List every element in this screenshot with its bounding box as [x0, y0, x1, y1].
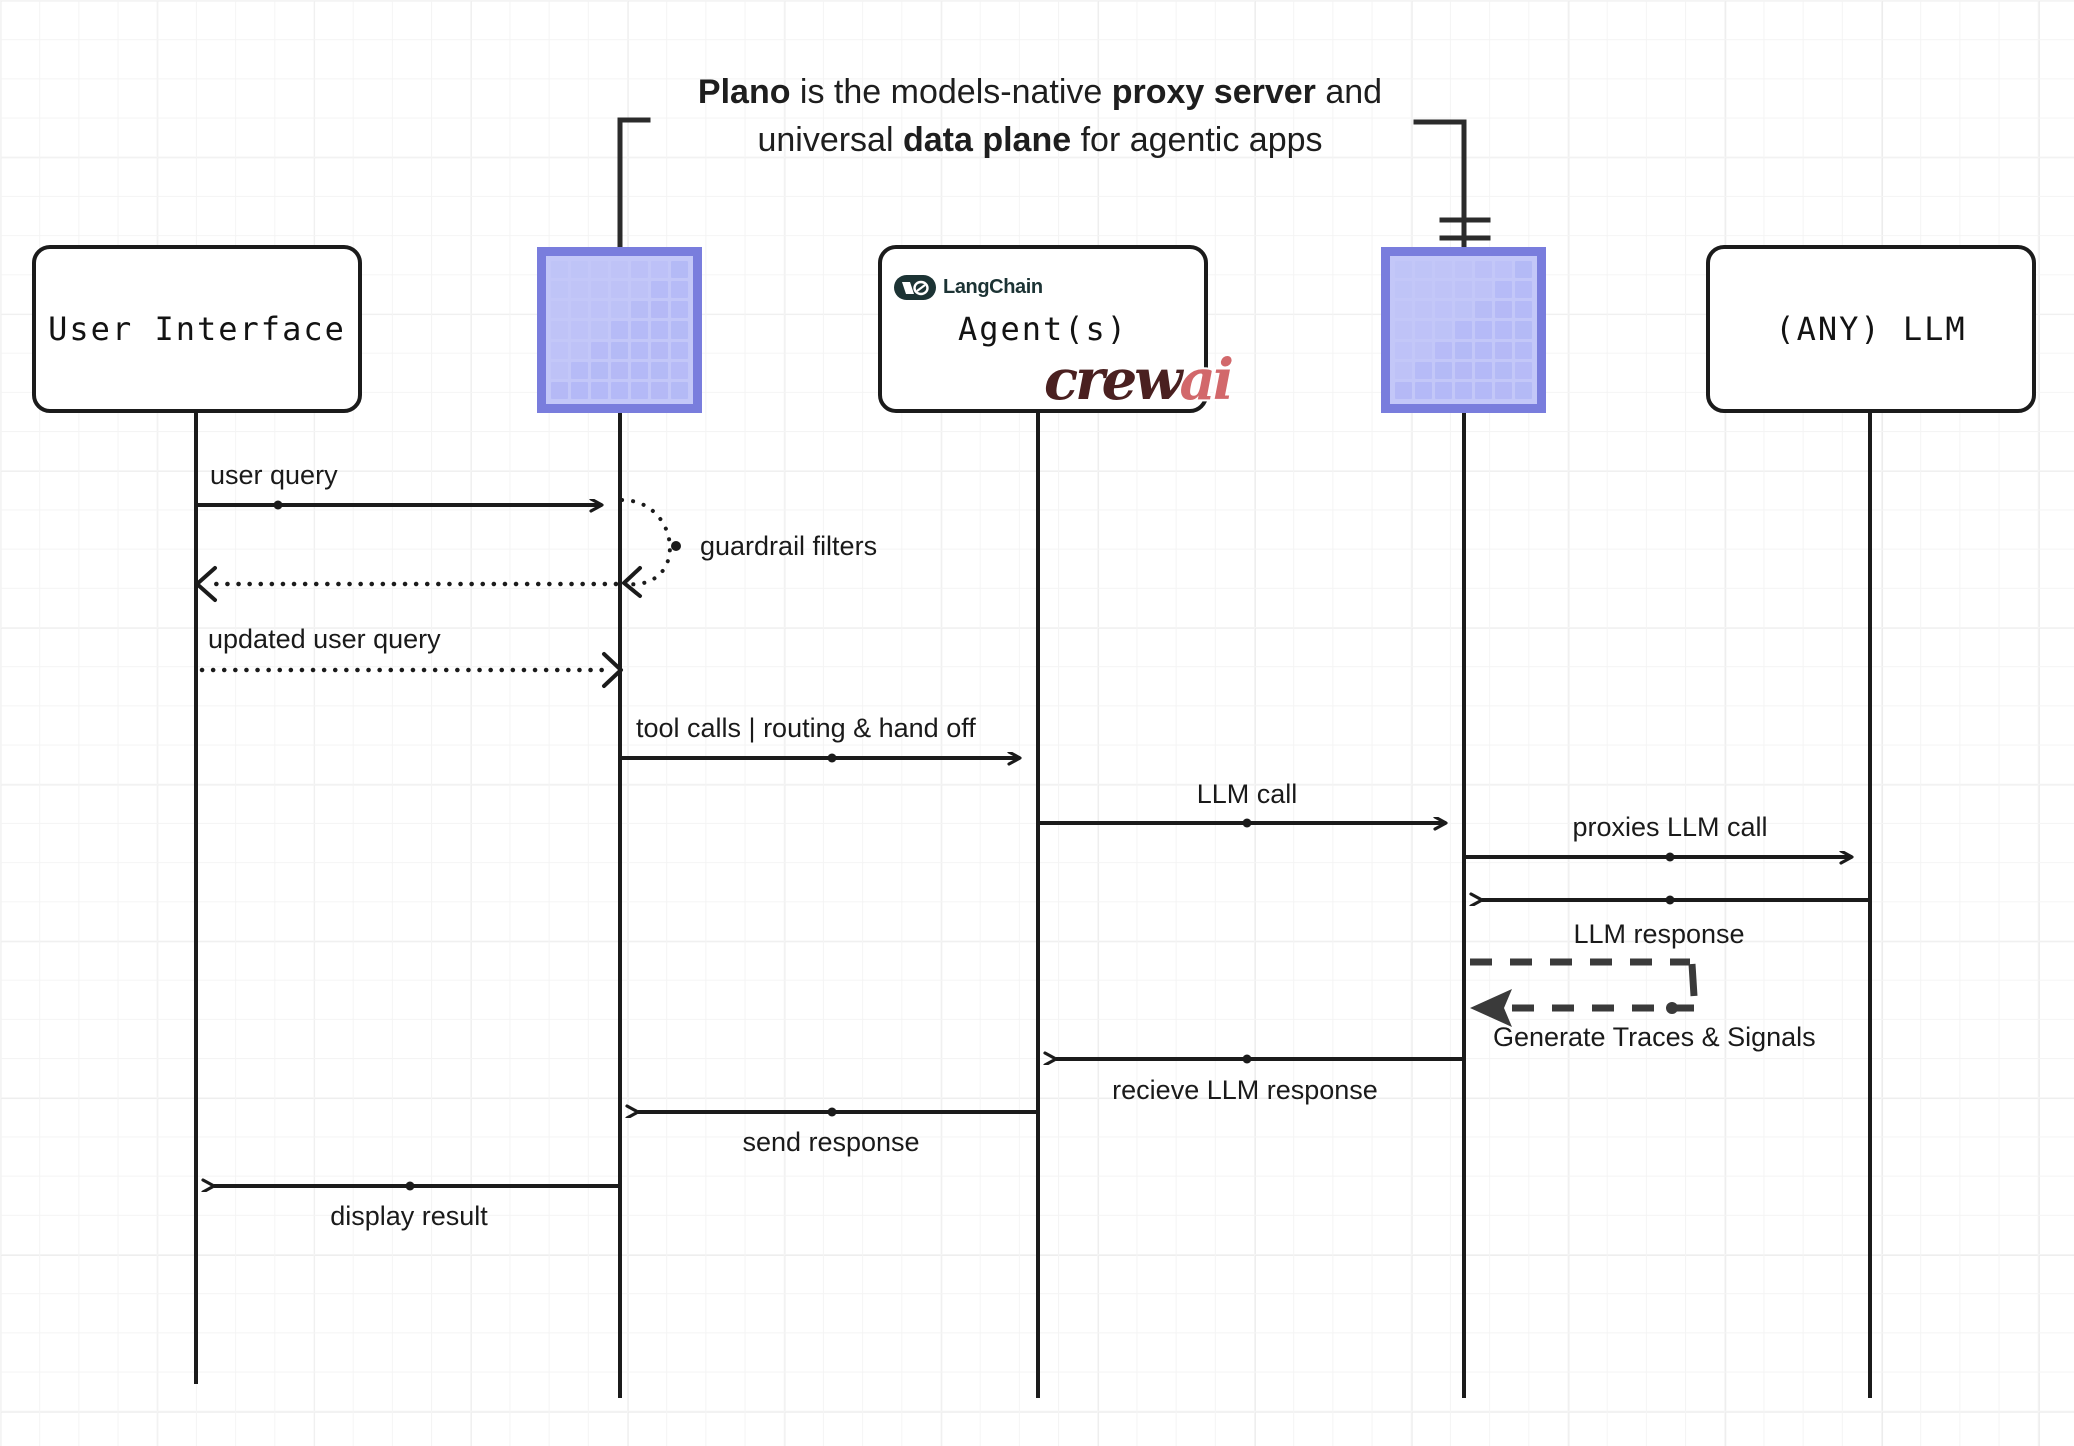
message-tool-calls — [622, 754, 1020, 763]
participant-plano-outbound[interactable] — [1381, 247, 1546, 413]
title-segment-7: for agentic apps — [1071, 121, 1323, 160]
generate-traces-arrowhead — [1470, 989, 1512, 1027]
message-recieve-llm-response — [1056, 1055, 1462, 1064]
participant-any-llm-label: (ANY) LLM — [1775, 310, 1967, 348]
label-recieve-llm-response: recieve LLM response — [1112, 1075, 1378, 1105]
title-segment-5: universal — [757, 121, 903, 160]
participant-plano-inbound[interactable] — [537, 247, 702, 413]
label-display-result: display result — [330, 1201, 488, 1231]
message-guardrail-filters — [620, 498, 672, 587]
label-updated-user-query: updated user query — [208, 624, 441, 654]
crewai-crew-text: crew — [1042, 347, 1184, 413]
message-guardrail-return — [195, 566, 619, 602]
lifelines — [194, 413, 1872, 1398]
generate-traces-dot — [1666, 1002, 1678, 1014]
participant-any-llm[interactable]: (ANY) LLM — [1706, 245, 2036, 413]
langchain-parrot-icon — [894, 275, 936, 300]
title-segment-data-plane: data plane — [902, 121, 1072, 160]
message-display-result — [214, 1182, 618, 1191]
message-proxies-llm-call — [1466, 853, 1852, 862]
title-connector-left — [617, 117, 651, 253]
participant-agents[interactable]: Agent(s) — [878, 245, 1208, 413]
label-guardrail-filters: guardrail filters — [700, 531, 878, 561]
participant-user-interface[interactable]: User Interface — [32, 245, 362, 413]
label-llm-call: LLM call — [1196, 779, 1298, 809]
crewai-logo: crewai — [1042, 350, 1236, 410]
message-updated-user-query — [199, 652, 623, 688]
message-llm-call — [1040, 819, 1446, 828]
label-proxies-llm-call: proxies LLM call — [1572, 812, 1768, 842]
message-llm-response — [1482, 896, 1868, 905]
guardrail-loop-dot — [671, 541, 681, 551]
message-generate-traces — [1470, 958, 1694, 1012]
diagram-title: Plano is the models-native proxy server … — [600, 68, 1480, 165]
plano-icon-grid — [546, 256, 693, 404]
message-send-response — [638, 1108, 1036, 1117]
generate-traces-corner — [1688, 963, 1698, 997]
title-segment-4: and — [1315, 73, 1383, 111]
title-segment-proxy-server: proxy server — [1111, 73, 1316, 111]
label-send-response: send response — [742, 1127, 920, 1157]
title-connector-right — [1413, 119, 1491, 253]
label-llm-response: LLM response — [1573, 919, 1745, 949]
langchain-wordmark: LangChain — [943, 276, 1043, 298]
label-tool-calls: tool calls | routing & hand off — [636, 713, 976, 743]
crewai-ai-text: ai — [1177, 347, 1236, 413]
label-user-query: user query — [210, 460, 338, 490]
langchain-logo: LangChain — [894, 275, 1043, 300]
participant-agents-label: Agent(s) — [957, 310, 1129, 348]
message-user-query — [198, 501, 602, 510]
participant-user-interface-label: User Interface — [48, 310, 346, 348]
label-generate-traces: Generate Traces & Signals — [1493, 1022, 1816, 1052]
title-segment-2: is the models-native — [790, 73, 1112, 111]
title-segment-plano: Plano — [697, 73, 791, 111]
plano-icon-grid-2 — [1390, 256, 1537, 404]
guardrail-loop-arrowheads — [622, 566, 642, 598]
